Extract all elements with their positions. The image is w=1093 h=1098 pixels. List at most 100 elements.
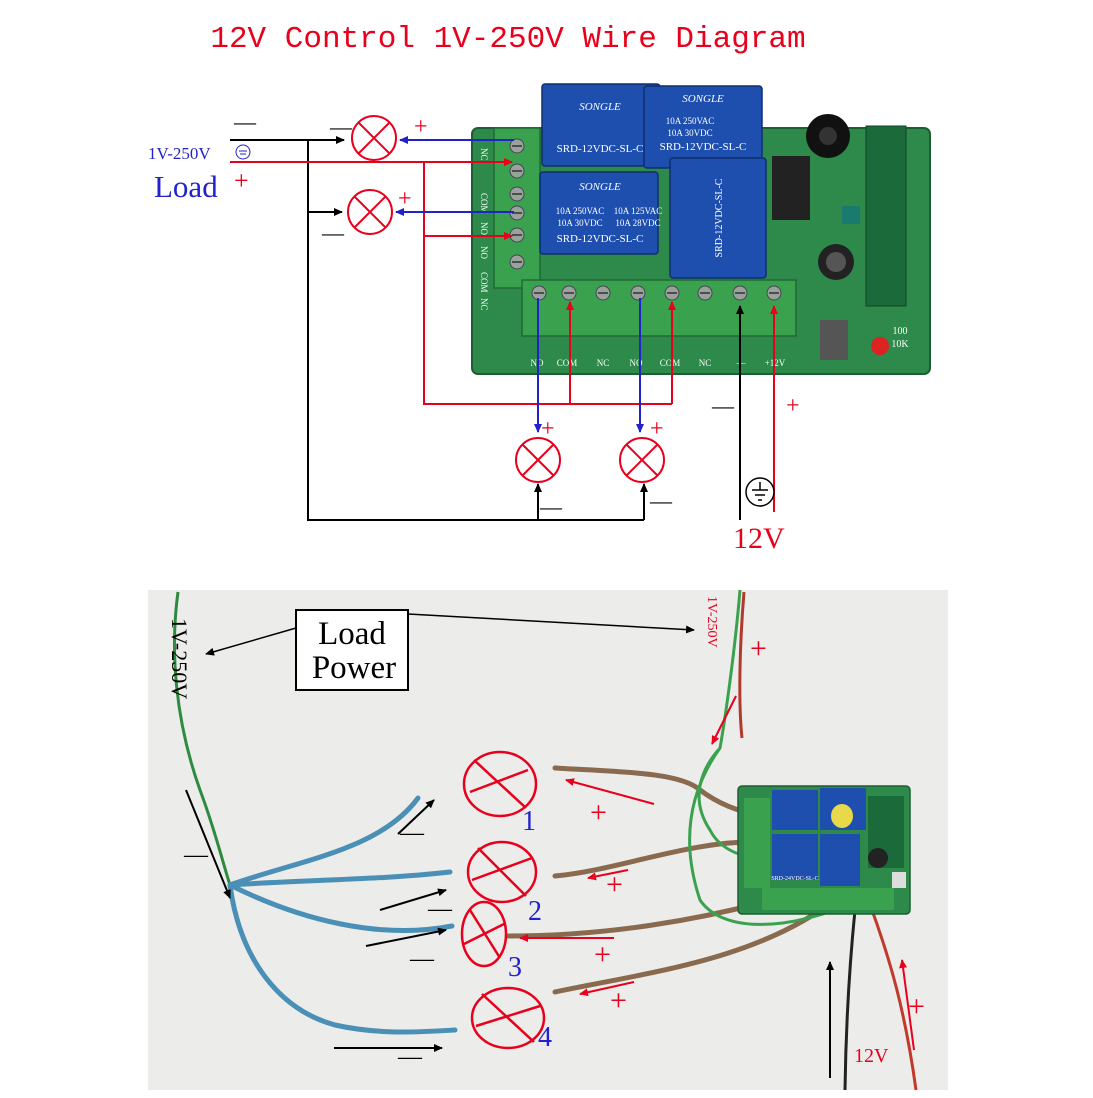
relay-2-rating-1: 10A 250VAC	[666, 116, 715, 126]
bottom-arrows	[185, 695, 915, 1078]
relay-1-brand: SONGLE	[579, 101, 621, 113]
terminal-label-8: +12V	[765, 358, 786, 368]
lamp-4	[619, 437, 665, 483]
load-power-arrow-left	[205, 627, 297, 656]
rf-module	[865, 125, 907, 307]
relay-1-model: SRD-12VDC-SL-C	[557, 143, 644, 155]
supply-minus: —	[233, 109, 257, 134]
relay-3-rating-2: 10A 125VAC	[614, 206, 663, 216]
bottom-plus-2: +	[606, 868, 623, 901]
side-label-5: COM	[479, 272, 489, 293]
bottom-minus-1: —	[399, 820, 425, 846]
relay-4-model: SRD-12VDC-SL-C	[714, 178, 725, 257]
led	[871, 337, 889, 355]
bottom-voltage-right: 1V-250V	[704, 596, 719, 648]
bottom-lamp-2	[466, 840, 538, 904]
load-power-line-1: Load	[318, 616, 386, 652]
lamp-4-plus: +	[650, 416, 664, 442]
green-supply-wire	[173, 591, 232, 886]
supply-voltage-label: 1V-250V	[148, 144, 211, 163]
green-board-wires	[688, 589, 861, 926]
bottom-plus-1: +	[590, 796, 607, 829]
control-voltage-label: 12V	[733, 522, 785, 555]
lamp-1-minus: —	[329, 114, 353, 139]
board-label-10k: 10K	[891, 339, 909, 350]
terminal-label-5: COM	[660, 358, 681, 368]
lamp-3-plus: +	[541, 416, 555, 442]
terminal-label-4: NO	[630, 358, 643, 368]
bottom-lamp-4	[470, 986, 546, 1050]
bottom-minus-4: —	[397, 1044, 423, 1070]
relay-3-brand: SONGLE	[579, 181, 621, 193]
board-label-100: 100	[893, 326, 908, 337]
trimmer	[842, 206, 860, 224]
ground-symbol-12v	[745, 477, 775, 507]
small-relay-model: SRD-24VDC-SL-C	[771, 876, 818, 882]
lamp-2	[347, 189, 393, 235]
lamp-number-4: 4	[538, 1022, 552, 1053]
terminal-label-6: NC	[699, 358, 712, 368]
lamp-1-plus: +	[414, 114, 428, 140]
supply-plus: +	[234, 166, 249, 195]
blue-load-wires	[227, 795, 458, 1035]
top-wiring	[230, 136, 778, 521]
bottom-lamp-1	[462, 750, 538, 818]
red-12v-wire	[870, 909, 918, 1091]
side-label-2: COM	[479, 193, 489, 214]
red-supply-wire	[738, 591, 746, 739]
relay-2: SONGLE 10A 250VAC 10A 30VDC SRD-12VDC-SL…	[643, 85, 763, 169]
negative-bus-wire	[230, 139, 644, 521]
control-plus-bottom: +	[908, 990, 925, 1023]
relay-3-model: SRD-12VDC-SL-C	[557, 233, 644, 245]
lamp-4-minus: —	[649, 488, 673, 513]
load-power-line-2: Power	[312, 650, 396, 686]
relay-3: SONGLE 10A 250VAC 10A 125VAC 10A 30VDC 1…	[539, 171, 663, 255]
black-12v-wire	[843, 909, 857, 1091]
side-terminal-labels: NC COM NO NO COM NC	[479, 148, 489, 311]
lamp-number-1: 1	[522, 806, 536, 837]
lamp-3	[515, 437, 561, 483]
relay-board: SONGLE SRD-12VDC-SL-C SONGLE 10A 250VAC …	[471, 83, 931, 375]
side-label-4: NO	[479, 246, 489, 259]
relay-2-model: SRD-12VDC-SL-C	[660, 141, 747, 153]
lamp-2-minus: —	[321, 220, 345, 245]
side-label-6: NC	[479, 298, 489, 311]
diagram-title: 12V Control 1V-250V Wire Diagram	[210, 22, 805, 57]
control-plus: +	[786, 393, 800, 419]
load-power-arrow-right	[407, 613, 695, 634]
bottom-plus-4: +	[610, 984, 627, 1017]
lamp-2-plus: +	[398, 186, 412, 212]
side-label-1: NC	[479, 148, 489, 161]
bottom-control-voltage: 12V	[854, 1045, 889, 1067]
relay-1: SONGLE SRD-12VDC-SL-C	[541, 83, 661, 167]
relay-3-rating-1: 10A 250VAC	[556, 206, 605, 216]
lamp-number-2: 2	[528, 896, 542, 927]
relay-2-brand: SONGLE	[682, 93, 724, 105]
relay-4: SRD-12VDC-SL-C	[669, 157, 767, 279]
terminal-label-2: COM	[557, 358, 578, 368]
terminal-label-3: NC	[597, 358, 610, 368]
relay-3-rating-3: 10A 30VDC	[557, 218, 602, 228]
relay-3-rating-4: 10A 28VDC	[615, 218, 660, 228]
bottom-minus-bus: —	[183, 842, 209, 868]
ground-symbol-supply	[235, 144, 251, 160]
push-button	[820, 320, 848, 360]
relay-2-rating-3: 10A 30VDC	[667, 128, 712, 138]
bottom-voltage-left: 1V-250V	[167, 618, 192, 699]
side-label-3: NO	[479, 222, 489, 235]
supply-plus-bottom: +	[750, 632, 767, 665]
lamp-1	[351, 115, 397, 161]
control-minus: —	[711, 393, 735, 418]
load-power-box	[295, 609, 409, 691]
load-label: Load	[154, 169, 218, 204]
lamp-number-3: 3	[508, 952, 522, 983]
lamp-3-minus: —	[539, 494, 563, 519]
ic-chip	[772, 156, 810, 220]
small-relay-board: SRD-24VDC-SL-C	[737, 785, 911, 915]
bottom-plus-3: +	[594, 938, 611, 971]
pos-bus-wire	[423, 162, 672, 405]
bottom-minus-2: —	[427, 896, 453, 922]
bottom-minus-3: —	[409, 946, 435, 972]
